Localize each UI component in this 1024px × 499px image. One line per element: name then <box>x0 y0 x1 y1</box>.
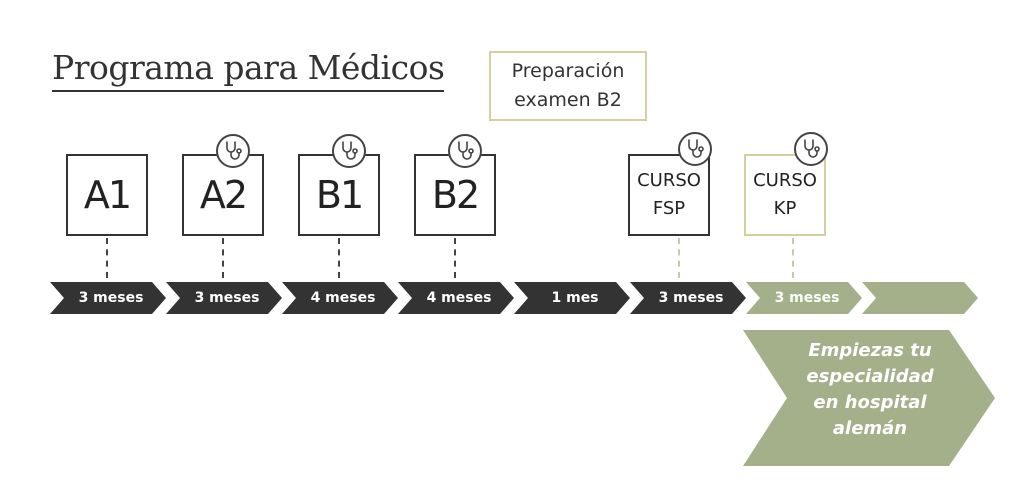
timeline-segment: 4 meses <box>398 282 514 314</box>
level-box-a2: A2 <box>182 154 264 236</box>
timeline-segment: 3 meses <box>50 282 166 314</box>
timeline-chevron <box>282 282 398 314</box>
final-line-1: Empiezas tu <box>808 340 932 361</box>
page-title: Programa para Médicos <box>52 48 445 92</box>
timeline-segment-label: 4 meses <box>310 290 376 306</box>
level-box-b1: B1 <box>298 154 380 236</box>
final-line-4: alemán <box>832 418 908 439</box>
course-fsp-line-2: FSP <box>652 198 686 219</box>
stethoscope-icon <box>216 134 250 168</box>
course-kp-line-1: CURSO <box>753 170 817 191</box>
stethoscope-icon <box>332 134 366 168</box>
timeline-segment: 3 meses <box>746 282 862 314</box>
timeline-chevron <box>514 282 630 314</box>
final-line-2: especialidad <box>806 366 934 387</box>
timeline-segment-label: 3 meses <box>774 290 840 306</box>
course-box-fsp: CURSO FSP <box>628 154 710 236</box>
final-line-3: en hospital <box>813 392 927 413</box>
stethoscope-icon <box>794 132 828 166</box>
connector-line <box>222 238 224 278</box>
connector-line <box>338 238 340 278</box>
connector-line <box>792 238 794 278</box>
timeline-segment: 4 meses <box>282 282 398 314</box>
prep-exam-box: Preparación examen B2 <box>489 51 647 121</box>
timeline-segment <box>862 282 978 314</box>
timeline-chevron <box>746 282 862 314</box>
timeline-segment-label: 3 meses <box>78 290 144 306</box>
prep-line-1: Preparación <box>511 60 625 82</box>
course-box-kp: CURSO KP <box>744 154 826 236</box>
timeline-chevron <box>50 282 166 314</box>
timeline-segment: 1 mes <box>514 282 630 314</box>
timeline-segment-label: 1 mes <box>551 290 599 306</box>
final-arrow: Empiezas tu especialidad en hospital ale… <box>743 330 995 466</box>
timeline-chevron <box>398 282 514 314</box>
level-box-b2: B2 <box>414 154 496 236</box>
timeline-chevron <box>630 282 746 314</box>
connector-line <box>106 238 108 278</box>
timeline-segment-label: 4 meses <box>426 290 492 306</box>
course-kp-line-2: KP <box>773 198 797 219</box>
course-fsp-line-1: CURSO <box>637 170 701 191</box>
timeline-segment-label: 3 meses <box>658 290 724 306</box>
stethoscope-icon <box>448 134 482 168</box>
timeline-chevron <box>166 282 282 314</box>
timeline-chevron <box>862 282 978 314</box>
timeline-segment-label: 3 meses <box>194 290 260 306</box>
connector-line <box>454 238 456 278</box>
connector-line <box>678 238 680 278</box>
timeline-segment-label <box>862 282 978 314</box>
timeline-segment: 3 meses <box>166 282 282 314</box>
level-box-a1: A1 <box>66 154 148 236</box>
prep-line-2: examen B2 <box>514 89 622 111</box>
stethoscope-icon <box>678 132 712 166</box>
timeline-segment: 3 meses <box>630 282 746 314</box>
